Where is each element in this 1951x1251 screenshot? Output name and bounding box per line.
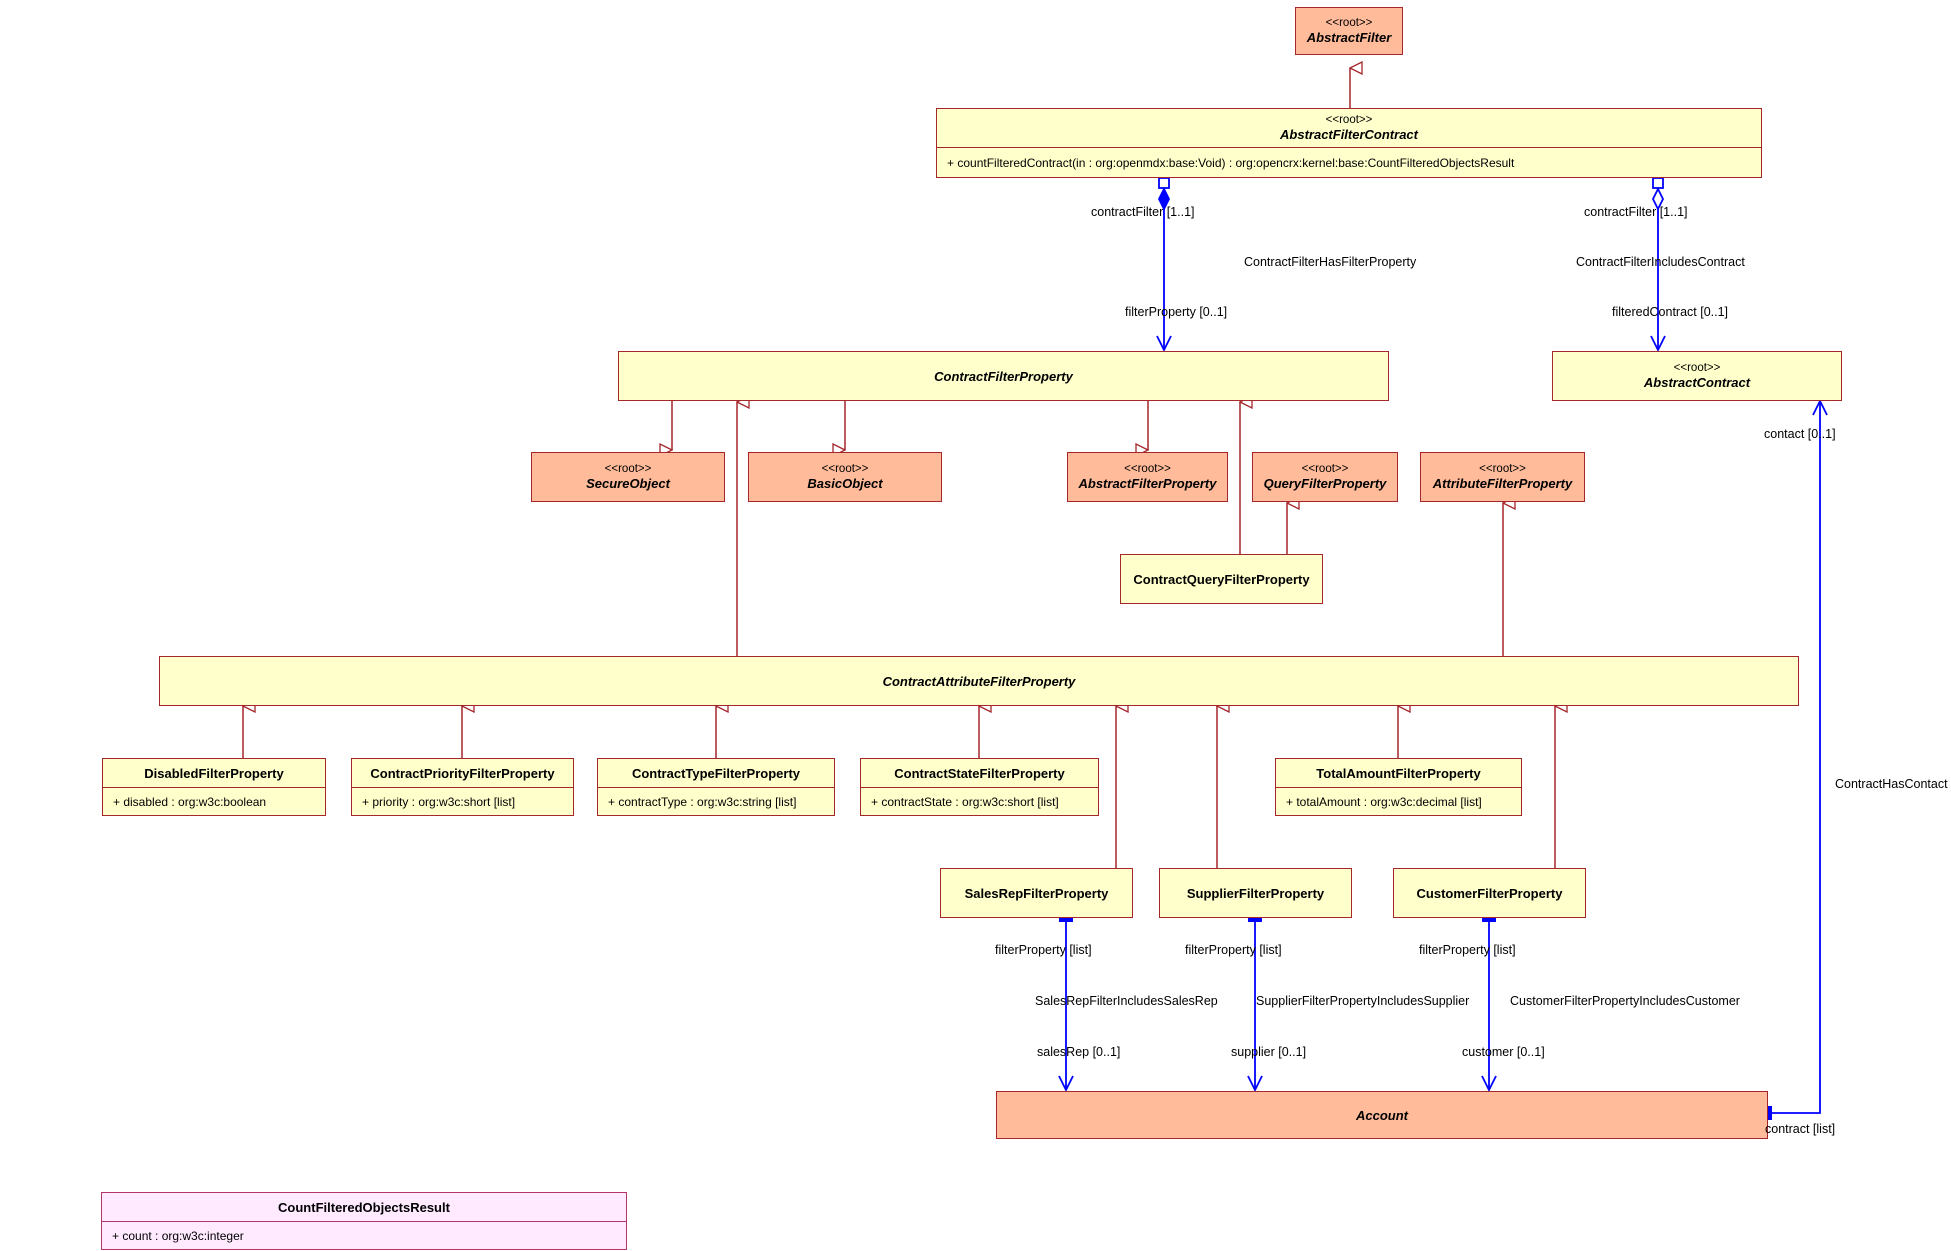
class-name: DisabledFilterProperty	[144, 765, 284, 781]
label-supplier-source-end: filterProperty [list]	[1185, 943, 1282, 957]
label-has-filter-property-target-end: filterProperty [0..1]	[1125, 305, 1228, 319]
label-sales-rep-name: SalesRepFilterIncludesSalesRep	[1035, 994, 1218, 1008]
assoc-has-contact-arrow	[1812, 398, 1828, 416]
class-sales-rep-filter-property[interactable]: SalesRepFilterProperty	[940, 868, 1133, 918]
class-account[interactable]: Account	[996, 1091, 1768, 1139]
label-includes-contract-source-end: contractFilter [1..1]	[1584, 205, 1688, 219]
class-name: CustomerFilterProperty	[1416, 885, 1563, 901]
assoc-customer-end	[1482, 917, 1496, 922]
attribute: + totalAmount : org:w3c:decimal [list]	[1276, 787, 1521, 816]
stereotype: <<root>>	[1325, 17, 1373, 29]
label-includes-contract-target-end: filteredContract [0..1]	[1612, 305, 1729, 319]
stereotype: <<root>>	[604, 463, 652, 475]
class-name: SupplierFilterProperty	[1186, 885, 1325, 901]
assoc-has-filter-property-qualifier	[1158, 177, 1170, 189]
assoc-supplier-arrow	[1247, 1075, 1263, 1093]
label-customer-target-end: customer [0..1]	[1462, 1045, 1545, 1059]
assoc-customer-arrow	[1481, 1075, 1497, 1093]
class-supplier-filter-property[interactable]: SupplierFilterProperty	[1159, 868, 1352, 918]
label-sales-rep-source-end: filterProperty [list]	[995, 943, 1092, 957]
class-name: ContractTypeFilterProperty	[631, 765, 801, 781]
assoc-includes-contract-arrow	[1650, 335, 1666, 353]
class-name: ContractPriorityFilterProperty	[370, 765, 555, 781]
class-name: TotalAmountFilterProperty	[1316, 765, 1481, 781]
class-name: Account	[1356, 1107, 1408, 1123]
class-name: AttributeFilterProperty	[1432, 476, 1573, 491]
class-name: BasicObject	[807, 476, 883, 491]
class-name: SecureObject	[586, 476, 670, 491]
label-includes-contract-name: ContractFilterIncludesContract	[1576, 255, 1745, 269]
stereotype: <<root>>	[1673, 362, 1721, 374]
class-contract-query-filter-property[interactable]: ContractQueryFilterProperty	[1120, 554, 1323, 604]
class-name: QueryFilterProperty	[1263, 476, 1387, 491]
label-supplier-target-end: supplier [0..1]	[1231, 1045, 1307, 1059]
assoc-sales-rep-arrow	[1058, 1075, 1074, 1093]
class-name: CountFilteredObjectsResult	[278, 1199, 450, 1215]
assoc-has-filter-property-arrow	[1156, 335, 1172, 353]
label-has-filter-property-source-end: contractFilter [1..1]	[1091, 205, 1195, 219]
class-name: AbstractFilter	[1306, 30, 1392, 45]
label-has-filter-property-name: ContractFilterHasFilterProperty	[1244, 255, 1417, 269]
class-count-filtered-objects-result[interactable]: CountFilteredObjectsResult + count : org…	[101, 1192, 627, 1250]
class-abstract-filter[interactable]: <<root>> AbstractFilter	[1295, 7, 1403, 55]
assoc-has-contact-line	[1768, 401, 1821, 1114]
class-name: ContractQueryFilterProperty	[1133, 571, 1310, 587]
operation: + countFilteredContract(in : org:openmdx…	[937, 147, 1761, 178]
assoc-supplier-end	[1248, 917, 1262, 922]
class-secure-object[interactable]: <<root>> SecureObject	[531, 452, 725, 502]
assoc-includes-contract-aggregation	[1651, 186, 1665, 212]
class-abstract-filter-contract[interactable]: <<root>> AbstractFilterContract + countF…	[936, 108, 1762, 178]
class-contract-type-filter-property[interactable]: ContractTypeFilterProperty + contractTyp…	[597, 758, 835, 816]
stereotype: <<root>>	[1325, 114, 1373, 126]
label-customer-name: CustomerFilterPropertyIncludesCustomer	[1510, 994, 1740, 1008]
class-customer-filter-property[interactable]: CustomerFilterProperty	[1393, 868, 1586, 918]
class-name: AbstractContract	[1643, 375, 1751, 390]
assoc-has-filter-property-composite	[1157, 186, 1171, 212]
class-total-amount-filter-property[interactable]: TotalAmountFilterProperty + totalAmount …	[1275, 758, 1522, 816]
class-query-filter-property[interactable]: <<root>> QueryFilterProperty	[1252, 452, 1398, 502]
attribute: + priority : org:w3c:short [list]	[352, 787, 573, 816]
class-name: ContractAttributeFilterProperty	[882, 673, 1076, 689]
label-customer-source-end: filterProperty [list]	[1419, 943, 1516, 957]
class-name: AbstractFilterContract	[1280, 127, 1418, 142]
attribute: + contractType : org:w3c:string [list]	[598, 787, 834, 816]
attribute: + contractState : org:w3c:short [list]	[861, 787, 1098, 816]
class-name: SalesRepFilterProperty	[964, 885, 1109, 901]
class-name: ContractStateFilterProperty	[894, 765, 1065, 781]
assoc-includes-contract-qualifier	[1652, 177, 1664, 189]
class-contract-filter-property[interactable]: ContractFilterProperty	[618, 351, 1389, 401]
stereotype: <<root>>	[1124, 463, 1171, 475]
stereotype: <<root>>	[1479, 463, 1526, 475]
class-contract-state-filter-property[interactable]: ContractStateFilterProperty + contractSt…	[860, 758, 1099, 816]
class-abstract-filter-property[interactable]: <<root>> AbstractFilterProperty	[1067, 452, 1228, 502]
label-supplier-name: SupplierFilterPropertyIncludesSupplier	[1256, 994, 1470, 1008]
assoc-sales-rep-end	[1059, 917, 1073, 922]
class-basic-object[interactable]: <<root>> BasicObject	[748, 452, 942, 502]
class-disabled-filter-property[interactable]: DisabledFilterProperty + disabled : org:…	[102, 758, 326, 816]
label-has-contact-target-end: contact [0..1]	[1764, 427, 1836, 441]
class-name: AbstractFilterProperty	[1078, 476, 1217, 491]
class-abstract-contract[interactable]: <<root>> AbstractContract	[1552, 351, 1842, 401]
label-sales-rep-target-end: salesRep [0..1]	[1037, 1045, 1121, 1059]
class-attribute-filter-property[interactable]: <<root>> AttributeFilterProperty	[1420, 452, 1585, 502]
class-name: ContractFilterProperty	[934, 368, 1073, 384]
stereotype: <<root>>	[1301, 463, 1349, 475]
class-contract-attribute-filter-property[interactable]: ContractAttributeFilterProperty	[159, 656, 1799, 706]
label-has-contact-name: ContractHasContact	[1835, 777, 1948, 791]
assoc-has-contact-end	[1767, 1106, 1772, 1120]
label-has-contact-source-end: contract [list]	[1765, 1122, 1836, 1136]
stereotype: <<root>>	[821, 463, 869, 475]
class-contract-priority-filter-property[interactable]: ContractPriorityFilterProperty + priorit…	[351, 758, 574, 816]
attribute: + count : org:w3c:integer	[102, 1221, 626, 1250]
attribute: + disabled : org:w3c:boolean	[103, 787, 325, 816]
